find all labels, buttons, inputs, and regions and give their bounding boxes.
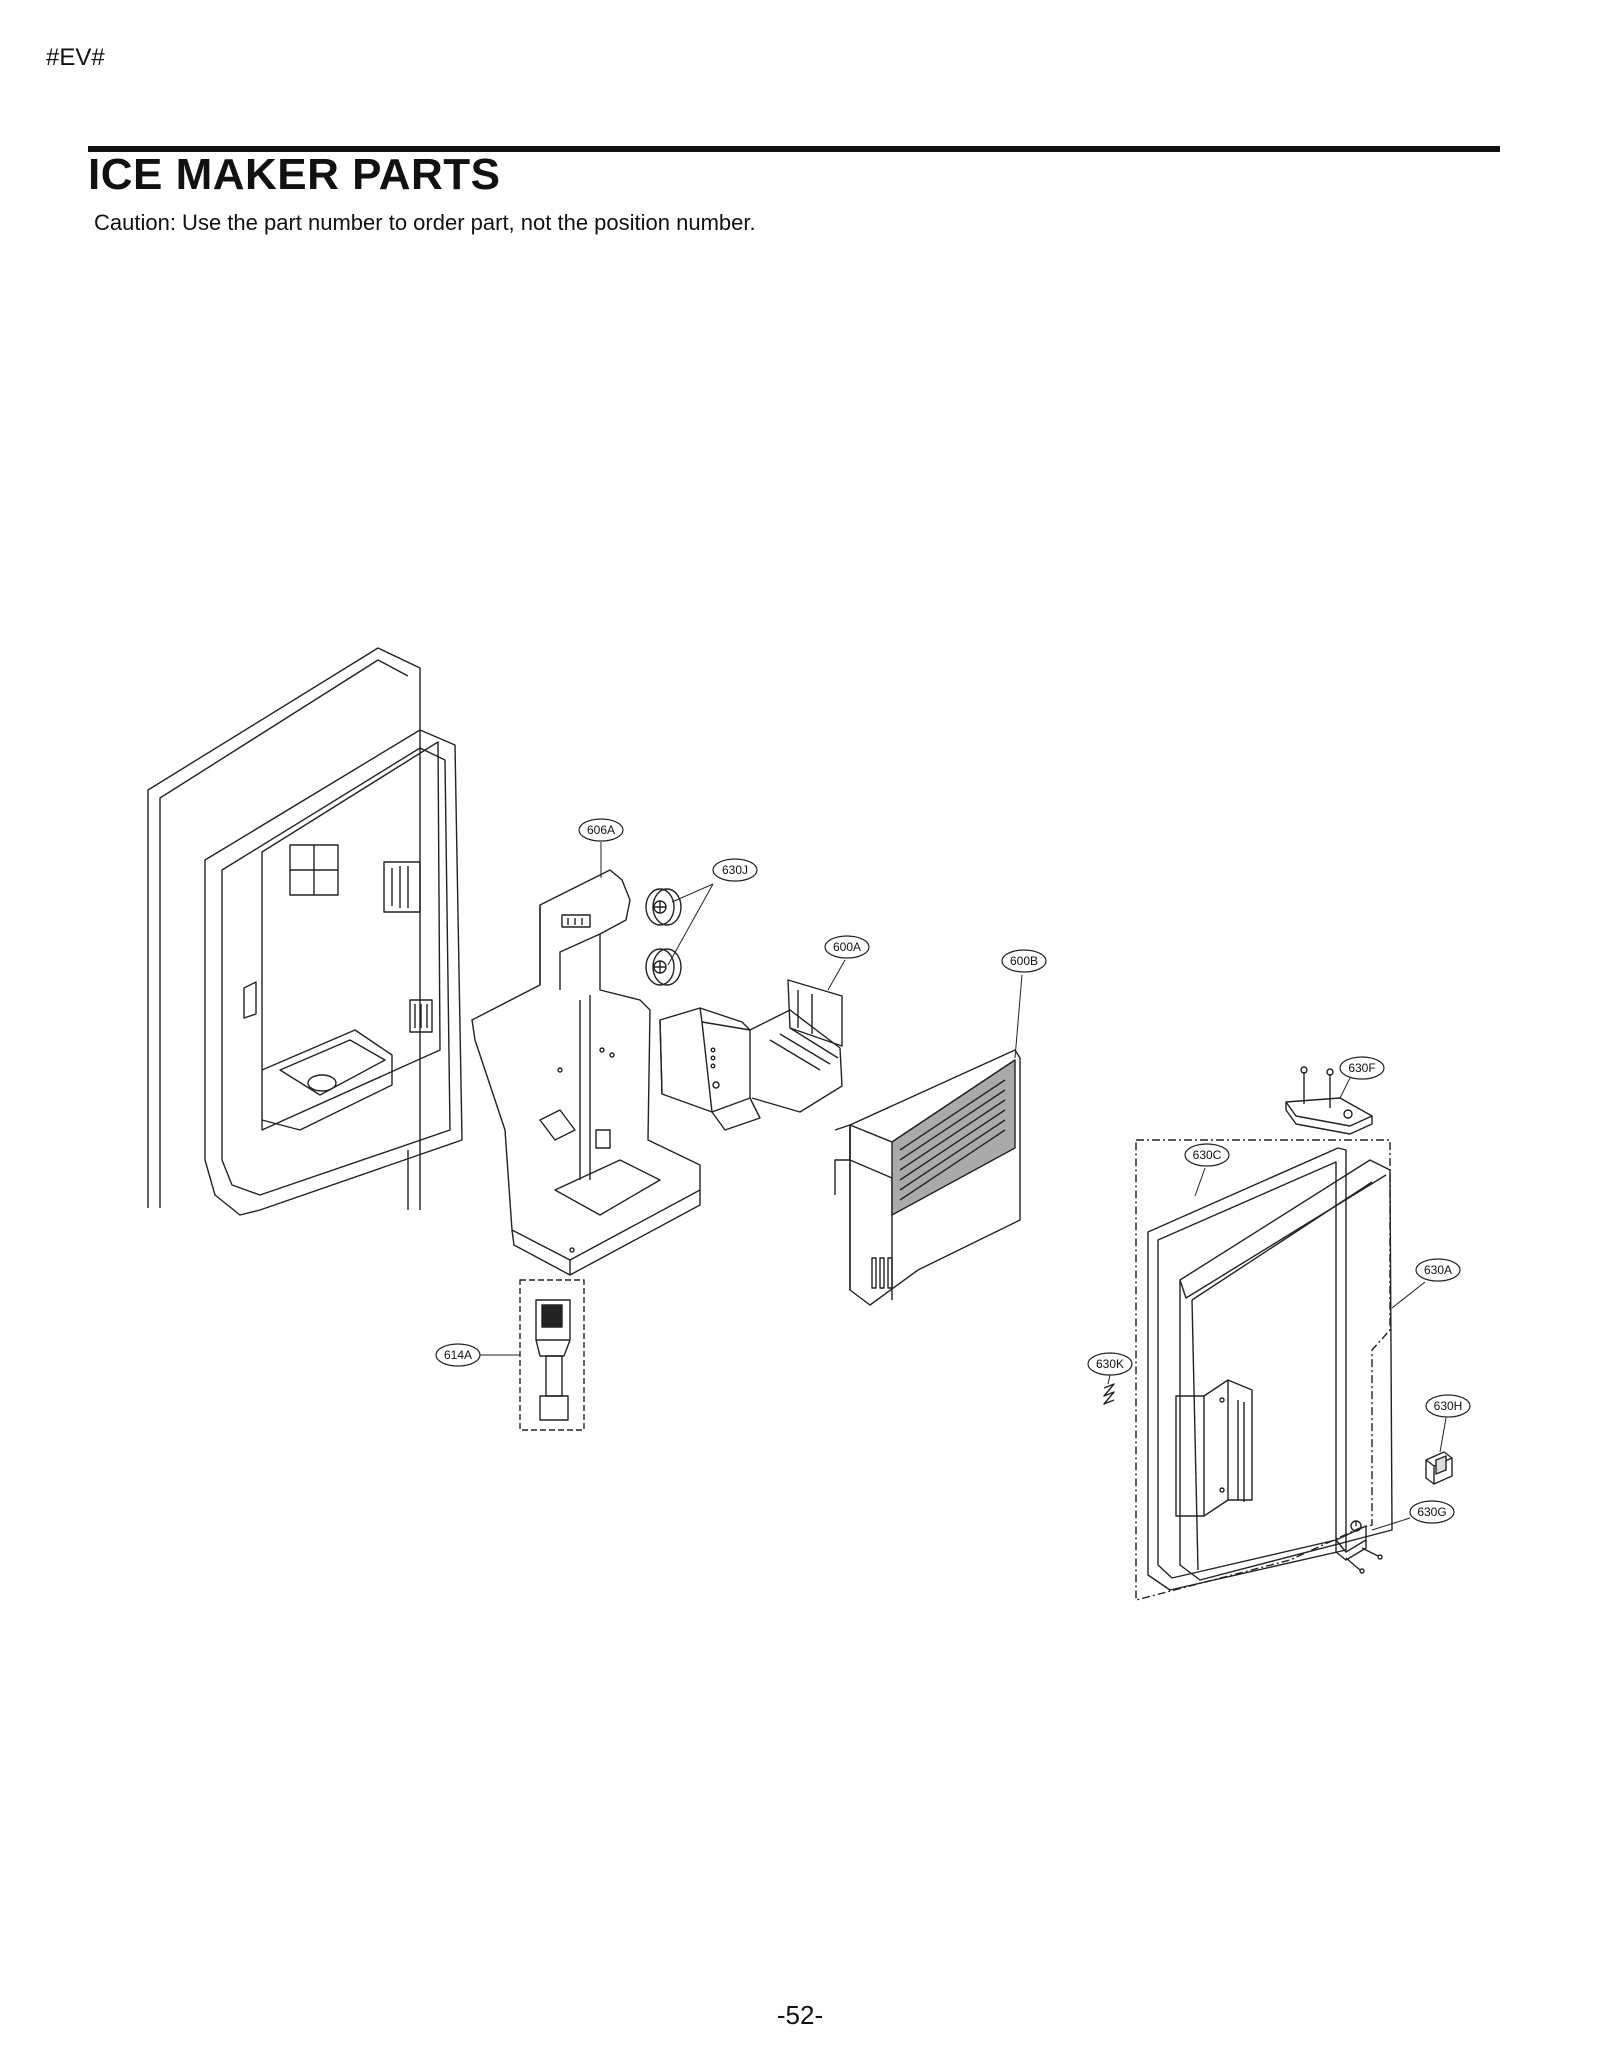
svg-text:630G: 630G [1417,1505,1446,1519]
document-code: #EV# [46,44,105,71]
page-title: ICE MAKER PARTS [88,150,501,199]
svg-text:630J: 630J [722,863,748,877]
ice-maker-bracket-606A [471,869,701,1276]
ice-compartment-door-630A [1135,1139,1393,1601]
lower-hinge-630G [1335,1520,1383,1574]
svg-text:630H: 630H [1434,1399,1463,1413]
page-number: -52- [776,2000,824,2030]
callout-600A: 600A [824,935,870,959]
upper-hinge-630F [1285,1066,1373,1135]
svg-text:630A: 630A [1424,1263,1452,1277]
callout-600B: 600B [1001,949,1047,973]
water-valve-614A [519,1279,585,1431]
callout-614A: 614A [435,1343,481,1367]
callout-630G: 630G [1409,1500,1455,1524]
svg-text:630K: 630K [1096,1357,1124,1371]
ice-bin-cover-600B [834,1049,1021,1306]
cap-630H [1425,1451,1453,1485]
svg-text:630C: 630C [1193,1148,1222,1162]
callout-630F: 630F [1339,1056,1385,1080]
callout-630H: 630H [1425,1394,1471,1418]
callout-606A: 606A [578,818,624,842]
svg-text:614A: 614A [444,1348,472,1362]
spring-630K [1103,1383,1115,1405]
callout-630A: 630A [1415,1258,1461,1282]
callout-630C: 630C [1184,1143,1230,1167]
title-rule [88,146,1500,152]
callout-630J: 630J [712,858,758,882]
svg-text:606A: 606A [587,823,615,837]
caution-note: Caution: Use the part number to order pa… [94,210,756,235]
freezer-door-panel [147,647,463,1216]
ice-maker-assembly-600A [659,979,843,1131]
svg-text:630F: 630F [1348,1061,1375,1075]
svg-text:600B: 600B [1010,954,1038,968]
svg-text:600A: 600A [833,940,861,954]
callout-630K: 630K [1087,1352,1133,1376]
roller-wheels-630J [645,888,682,986]
callout-leaders [480,842,1447,1531]
